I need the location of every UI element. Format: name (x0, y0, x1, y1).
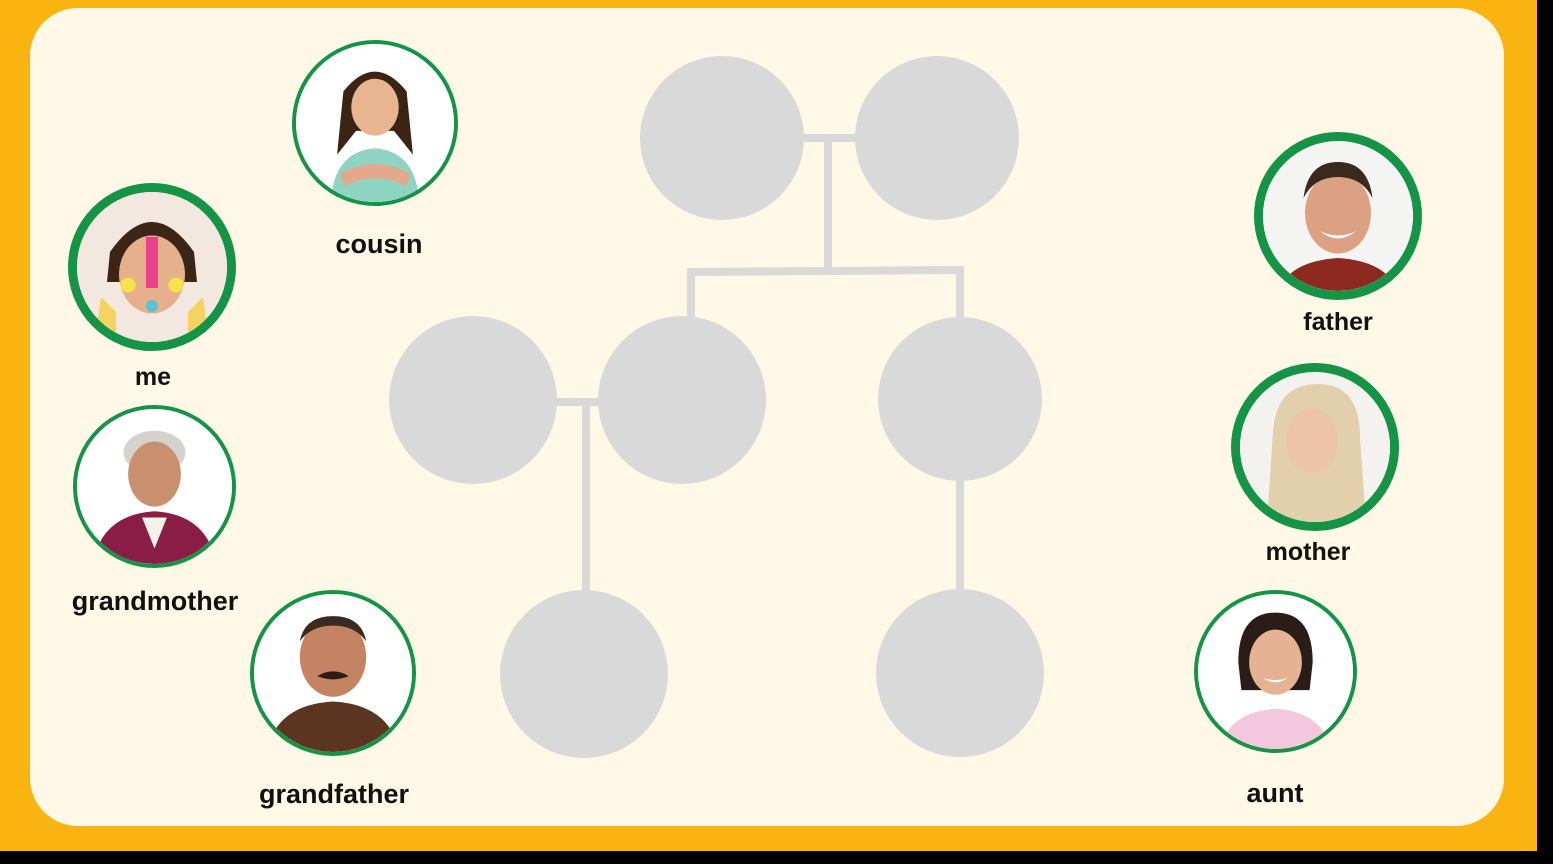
photo-frame (68, 183, 236, 351)
card-grandmother[interactable] (73, 405, 236, 568)
tree-slot-gen1-left[interactable] (640, 56, 804, 220)
photo-frame (250, 590, 416, 756)
card-me[interactable] (68, 183, 236, 351)
tree-slot-gen1-right[interactable] (855, 56, 1019, 220)
photo-frame (1254, 132, 1422, 300)
tree-slot-gen3-child-a[interactable] (500, 590, 668, 758)
card-aunt[interactable] (1194, 590, 1357, 753)
label-me: me (134, 363, 172, 391)
tree-connector (686, 265, 965, 277)
label-cousin: cousin (335, 229, 423, 259)
label-father: father (1303, 308, 1373, 336)
tree-slot-gen3-child-b[interactable] (876, 589, 1044, 757)
game-frame: cousin me (0, 0, 1537, 851)
tree-slot-gen2-parent[interactable] (598, 316, 766, 484)
label-mother: mother (1265, 538, 1351, 566)
old-woman-photo-icon (77, 409, 232, 564)
young-woman-photo-icon (1198, 594, 1353, 749)
family-tree (389, 56, 1044, 758)
painted-child-photo-icon (77, 192, 227, 342)
card-grandfather[interactable] (250, 590, 416, 756)
man-photo-icon (1263, 141, 1413, 291)
photo-frame (73, 405, 236, 568)
girl-photo-icon (296, 44, 454, 202)
tree-slot-gen2-spouse[interactable] (389, 316, 557, 484)
card-mother[interactable] (1231, 363, 1399, 531)
photo-frame (1194, 590, 1357, 753)
photo-frame (1231, 363, 1399, 531)
card-father[interactable] (1254, 132, 1422, 300)
old-man-photo-icon (254, 594, 412, 752)
label-grandmother: grandmother (71, 586, 239, 616)
label-aunt: aunt (1246, 778, 1304, 808)
game-board: cousin me (30, 8, 1504, 826)
label-grandfather: grandfather (258, 779, 410, 809)
tree-slot-gen2-sibling[interactable] (878, 317, 1042, 481)
woman-photo-icon (1240, 372, 1390, 522)
card-cousin[interactable] (292, 40, 458, 206)
photo-frame (292, 40, 458, 206)
